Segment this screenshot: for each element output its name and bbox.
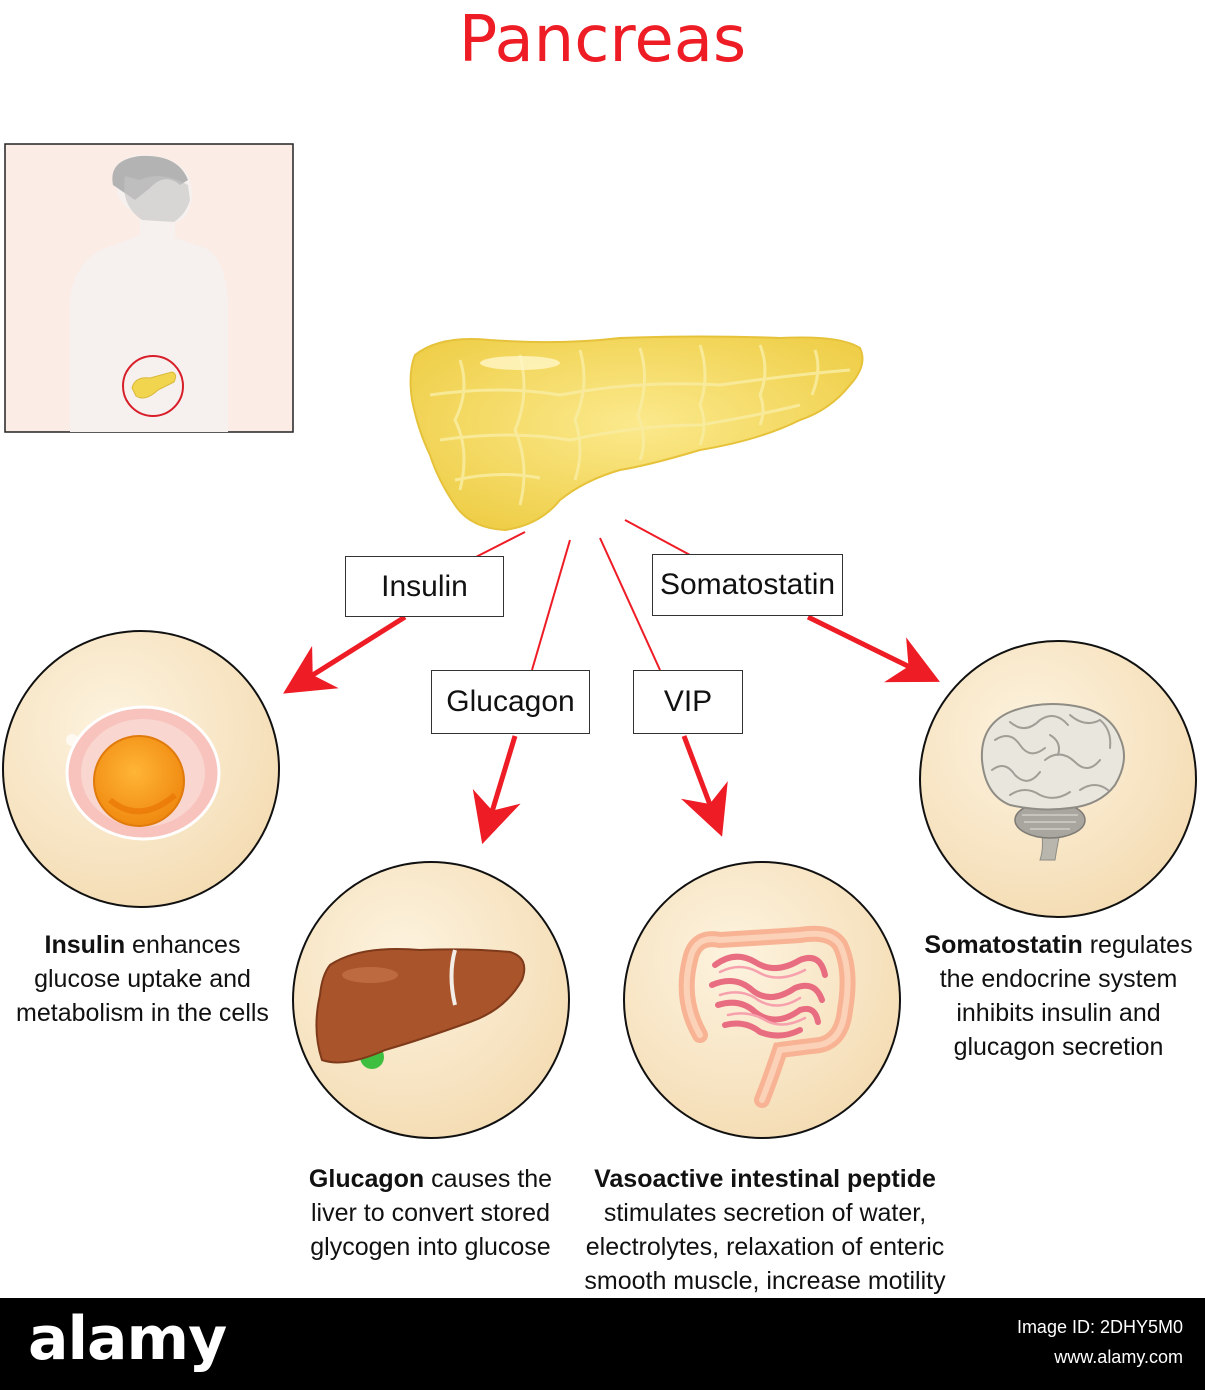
- caption-vip: Vasoactive intestinal peptide stimulates…: [560, 1162, 970, 1298]
- caption-somatostatin-text: regulates the endocrine system inhibits …: [939, 931, 1193, 1061]
- intestine-icon: [678, 925, 856, 1108]
- inset-panel: [4, 143, 294, 433]
- label-glucagon: Glucagon: [431, 670, 590, 734]
- caption-glucagon: Glucagon causes the liver to convert sto…: [308, 1162, 553, 1264]
- arrow-insulin: [283, 614, 407, 694]
- caption-glucagon-text: causes the liver to convert stored glyco…: [310, 1165, 553, 1261]
- liver-icon: [315, 948, 526, 1069]
- label-somatostatin: Somatostatin: [652, 554, 843, 616]
- footer-bar: [0, 1298, 1205, 1390]
- arrow-vip: [681, 735, 728, 837]
- alamy-logo: alamy: [28, 1304, 227, 1374]
- caption-insulin: Insulin enhances glucose uptake and meta…: [10, 928, 275, 1030]
- arrow-glucagon: [472, 735, 521, 845]
- caption-insulin-text: enhances glucose uptake and metabolism i…: [16, 931, 269, 1027]
- page-title: Pancreas: [458, 3, 747, 77]
- cell-icon: [65, 705, 221, 841]
- caption-somatostatin: Somatostatin regulates the endocrine sys…: [912, 928, 1205, 1064]
- caption-somatostatin-term: Somatostatin: [924, 931, 1083, 959]
- caption-vip-text: stimulates secretion of water, electroly…: [584, 1199, 946, 1295]
- caption-vip-term: Vasoactive intestinal peptide: [594, 1165, 936, 1193]
- site-url: www.alamy.com: [1054, 1347, 1183, 1367]
- caption-insulin-term: Insulin: [44, 931, 126, 959]
- pancreas-diagram: [2, 143, 1197, 1139]
- label-insulin: Insulin: [345, 556, 504, 617]
- pancreas-icon: [409, 335, 864, 532]
- brain-icon: [980, 703, 1125, 861]
- caption-glucagon-term: Glucagon: [308, 1165, 425, 1193]
- hormone-arrows: [283, 614, 940, 845]
- somatostatin-target-circle: [919, 640, 1197, 918]
- human-silhouette-icon: [70, 155, 228, 432]
- insulin-target-circle: [2, 630, 280, 908]
- vip-target-circle: [623, 861, 901, 1139]
- connector-lines: [469, 519, 691, 671]
- glucagon-target-circle: [292, 861, 570, 1139]
- arrow-somatostatin: [806, 614, 940, 683]
- inset-pancreas-icon: [131, 371, 177, 399]
- label-vip: VIP: [633, 670, 743, 734]
- image-id: Image ID: 2DHY5M0: [1016, 1317, 1183, 1337]
- stock-info: Image ID: 2DHY5M0 www.alamy.com: [1017, 1312, 1183, 1372]
